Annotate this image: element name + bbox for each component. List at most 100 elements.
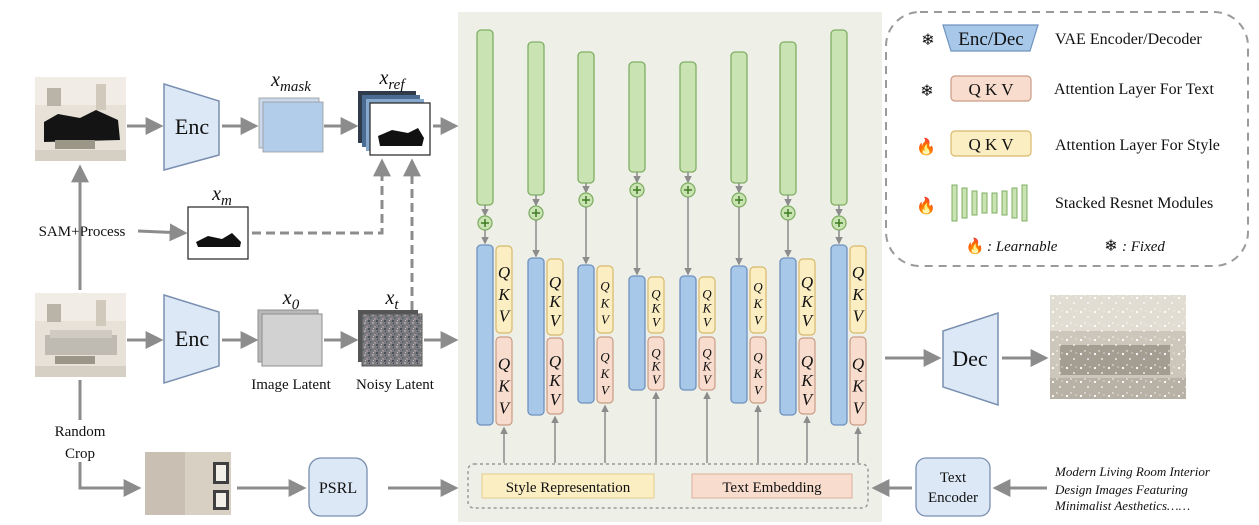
conditioning-box: Style Representation Text Embedding [467, 463, 869, 509]
qkv-letter: V [652, 314, 662, 329]
qkv-letter: V [853, 398, 866, 417]
style-attention-block [495, 245, 513, 334]
random-crop-label-line1: Random [55, 424, 106, 440]
qkv-letter: K [753, 366, 764, 381]
x-mask-label: xmask [270, 69, 311, 95]
legend-qkv-text-label: Q K V [968, 80, 1014, 99]
qkv-letter: Q [549, 273, 561, 292]
qkv-letter: K [497, 376, 511, 395]
resnet-block-4 [628, 61, 646, 173]
image-latent-label: Image Latent [251, 377, 331, 393]
psrl-box: PSRL [308, 457, 368, 517]
x-t-label: xt [384, 287, 399, 313]
text-attention-block [546, 337, 564, 415]
qkv-letter: Q [651, 286, 661, 301]
mask-latent: xmask [258, 69, 324, 153]
text-attention-block [749, 336, 767, 404]
legend-resnet-bar [1011, 187, 1018, 219]
qkv-letter: Q [498, 354, 510, 373]
encoder-bottom: Enc [163, 293, 220, 385]
style-representation-label: Style Representation [506, 480, 631, 496]
ref-latent: xref [358, 67, 431, 156]
svg-text:Modern Living Room Interior: Modern Living Room Interior [1054, 464, 1211, 479]
qkv-letter: Q [549, 352, 561, 371]
svg-text:Dec: Dec [952, 346, 988, 371]
qkv-letter: K [548, 371, 562, 390]
legend-resnet-swatch [951, 184, 1028, 222]
random-crop-label-line2: Crop [65, 446, 95, 462]
x-m-label: xm [211, 183, 232, 209]
qkv-letter: K [800, 292, 814, 311]
qkv-letter: K [753, 296, 764, 311]
noisy-latent-label: Noisy Latent [356, 377, 435, 393]
qkv-letter: Q [702, 286, 712, 301]
qkv-letter: V [499, 307, 512, 326]
qkv-letter: Q [702, 345, 712, 360]
qkv-letter: Q [498, 263, 510, 282]
svg-text:Enc: Enc [175, 114, 209, 139]
svg-text:Minimalist Aesthetics……: Minimalist Aesthetics…… [1054, 498, 1190, 513]
unet-block-5 [679, 275, 697, 391]
qkv-letter: Q [852, 263, 864, 282]
qkv-letter: K [702, 359, 713, 374]
legend-attn-text-label: Attention Layer For Text [1054, 81, 1214, 98]
legend-fixed-label: : Fixed [1122, 239, 1165, 255]
style-attention-block [798, 258, 816, 336]
text-embedding-label: Text Embedding [722, 480, 822, 496]
text-prompt: Modern Living Room Interior Design Image… [1054, 464, 1211, 513]
qkv-letter: V [499, 398, 512, 417]
qkv-letter: K [497, 285, 511, 304]
qkv-letter: Q [600, 349, 610, 364]
text-embedding-box [691, 473, 853, 499]
legend-enc-dec-swatch [942, 24, 1039, 52]
legend-resnet-bar [971, 190, 978, 216]
unet-block-6 [730, 265, 748, 404]
qkv-letter: K [600, 295, 611, 310]
resnet-block-2 [527, 41, 545, 196]
qkv-letter: V [550, 311, 563, 330]
resnet-block-3 [577, 51, 595, 184]
connectors [71, 117, 1049, 497]
qkv-letter: K [800, 371, 814, 390]
qkv-letter: V [550, 390, 563, 409]
mask-image: xm [187, 183, 249, 260]
resnet-block-6 [730, 51, 748, 184]
qkv-letter: Q [801, 352, 813, 371]
encoder-top: Enc [163, 82, 220, 171]
qkv-letter: V [703, 314, 713, 329]
fire-icon: 🔥 [966, 237, 985, 255]
qkv-letter: K [651, 300, 662, 315]
fire-icon: 🔥 [916, 196, 936, 215]
qkv-letter: V [601, 312, 611, 327]
style-attention-block [698, 276, 716, 334]
legend-resnet-bar [1001, 190, 1008, 216]
unet-block-8 [830, 244, 848, 426]
style-representation-box [481, 473, 655, 499]
legend-qkv-style-swatch [950, 130, 1032, 157]
qkv-letter: Q [651, 345, 661, 360]
legend-enc-dec-label: Enc/Dec [958, 29, 1023, 50]
legend-resnet-bar [981, 192, 988, 214]
qkv-letter: V [802, 390, 815, 409]
legend-resnet-bar [951, 184, 958, 222]
legend-resnet-bar [991, 192, 998, 214]
qkv-letter: V [754, 382, 764, 397]
qkv-letter: V [601, 382, 611, 397]
qkv-letter: K [600, 366, 611, 381]
legend-attn-style-label: Attention Layer For Style [1055, 137, 1220, 154]
snowflake-icon: ❄ [921, 32, 934, 49]
style-attention-block [849, 245, 867, 334]
legend: ❄ Enc/Dec VAE Encoder/Decoder ❄ Q K V At… [885, 11, 1249, 267]
qkv-letter: V [853, 307, 866, 326]
legend-resnet-bar [1021, 184, 1028, 222]
svg-text:Text: Text [940, 470, 967, 486]
qkv-letter: V [703, 372, 713, 387]
noisy-latent: xt Noisy Latent [356, 287, 435, 393]
input-image-top [35, 77, 126, 161]
qkv-letter: Q [600, 279, 610, 294]
image-latent: x0 Image Latent [251, 287, 331, 393]
unet-block-2 [527, 257, 545, 416]
svg-text:Enc: Enc [175, 326, 209, 351]
resnet-block-5 [679, 61, 697, 173]
